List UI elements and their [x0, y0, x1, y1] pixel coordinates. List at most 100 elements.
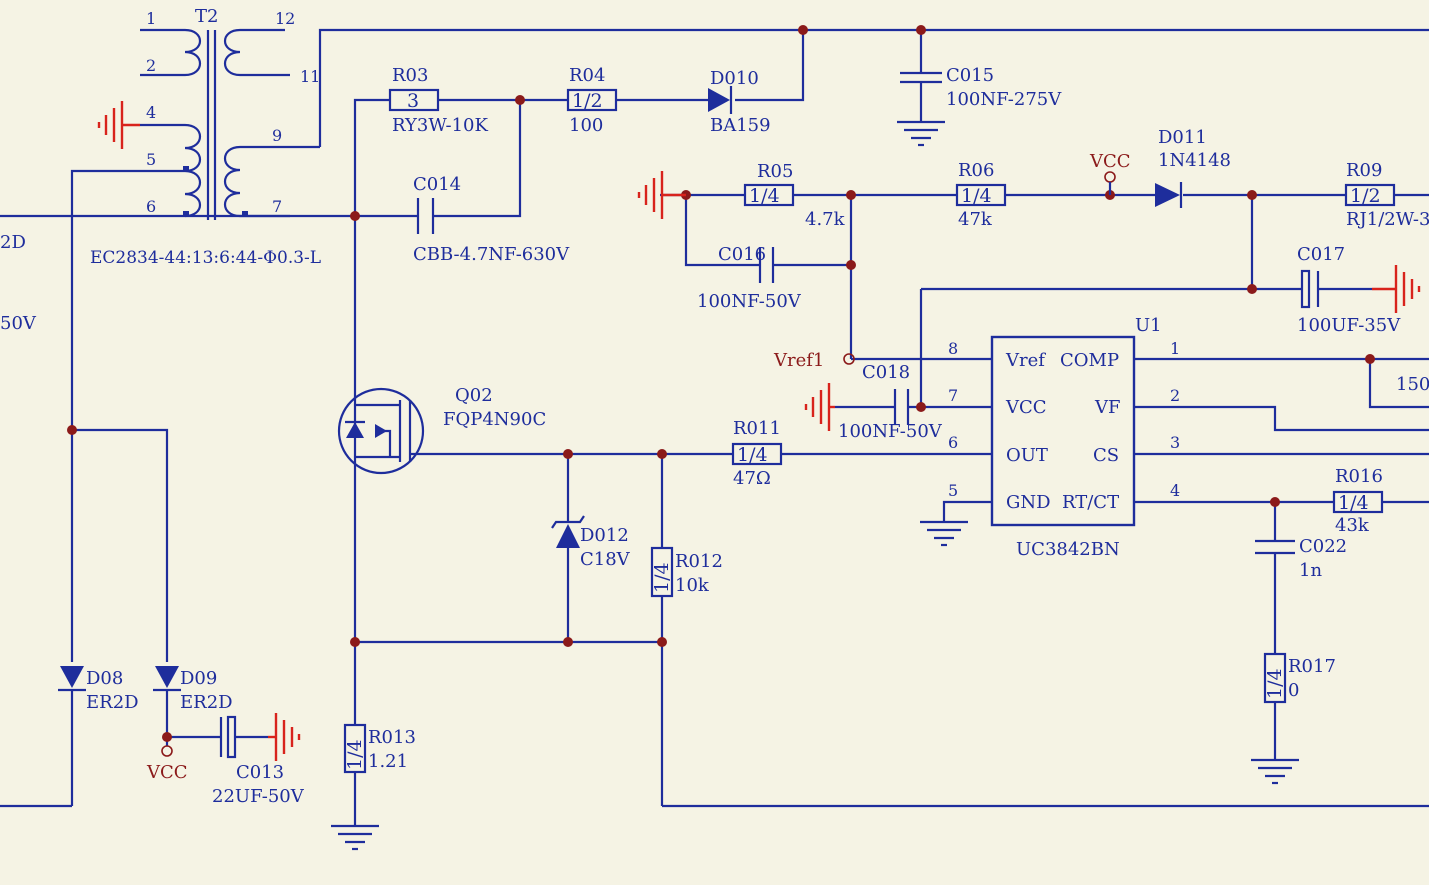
- svg-text:1/2: 1/2: [572, 90, 603, 112]
- capacitor-c022: C022 1n: [1255, 536, 1347, 581]
- svg-text:C18V: C18V: [580, 549, 631, 570]
- svg-text:D011: D011: [1158, 127, 1207, 148]
- svg-text:C015: C015: [946, 65, 994, 86]
- resistor-r09: 1/2 R09 RJ1/2W-3: [1344, 160, 1429, 230]
- svg-text:R012: R012: [675, 551, 723, 572]
- svg-text:1n: 1n: [1299, 560, 1322, 581]
- capacitor-c015: C015 100NF-275V: [900, 65, 1062, 110]
- svg-text:2: 2: [1170, 386, 1180, 405]
- svg-text:1/2: 1/2: [1350, 185, 1381, 207]
- svg-text:R06: R06: [958, 160, 994, 181]
- svg-text:100UF-35V: 100UF-35V: [1297, 315, 1401, 336]
- svg-text:4: 4: [1170, 481, 1180, 500]
- svg-text:6: 6: [948, 433, 958, 452]
- svg-text:R011: R011: [733, 418, 781, 439]
- capacitor-c018: C018 100NF-50V: [838, 362, 943, 442]
- vcc-label-top: VCC: [1089, 151, 1131, 172]
- resistor-r016: 1/4 R016 43k: [1332, 466, 1384, 536]
- svg-text:1/4: 1/4: [344, 739, 366, 770]
- svg-text:C017: C017: [1297, 244, 1345, 265]
- svg-text:ER2D: ER2D: [86, 692, 139, 713]
- svg-text:RY3W-10K: RY3W-10K: [392, 115, 489, 136]
- diode-d011: D011 1N4148: [1155, 127, 1231, 208]
- svg-text:100NF-50V: 100NF-50V: [697, 291, 802, 312]
- svg-text:CBB-4.7NF-630V: CBB-4.7NF-630V: [413, 244, 570, 265]
- svg-text:Q02: Q02: [455, 385, 493, 406]
- svg-text:C013: C013: [236, 762, 284, 783]
- svg-text:VCC: VCC: [1005, 397, 1047, 418]
- edge-label-right-1: 150I: [1396, 374, 1429, 395]
- svg-text:43k: 43k: [1335, 515, 1370, 536]
- t2-pin-6: 6: [146, 197, 156, 216]
- svg-text:RJ1/2W-3: RJ1/2W-3: [1346, 209, 1429, 230]
- t2-ref: T2: [195, 6, 218, 27]
- svg-text:R09: R09: [1346, 160, 1382, 181]
- ground-r013: [331, 824, 379, 851]
- ground-gnd-pin5: [920, 520, 968, 547]
- svg-text:5: 5: [948, 481, 958, 500]
- svg-text:47k: 47k: [958, 209, 993, 230]
- svg-text:D08: D08: [86, 668, 123, 689]
- svg-text:1/4: 1/4: [1338, 492, 1369, 514]
- svg-text:1N4148: 1N4148: [1158, 150, 1231, 171]
- svg-text:1/4: 1/4: [749, 185, 780, 207]
- svg-text:8: 8: [948, 339, 958, 358]
- svg-text:UC3842BN: UC3842BN: [1016, 539, 1120, 560]
- svg-text:1: 1: [1170, 339, 1180, 358]
- svg-text:OUT: OUT: [1006, 445, 1048, 466]
- resistor-r012: 1/4 R012 10k: [650, 546, 723, 598]
- svg-text:FQP4N90C: FQP4N90C: [443, 409, 546, 430]
- svg-text:1/4: 1/4: [1264, 668, 1286, 699]
- diode-d09: D09 ER2D: [153, 666, 233, 713]
- svg-text:COMP: COMP: [1060, 350, 1119, 371]
- resistor-r06: 1/4 R06 47k: [955, 160, 1007, 230]
- t2-pin-5: 5: [146, 150, 156, 169]
- t2-pin-11: 11: [300, 67, 320, 86]
- t2-pin-9: 9: [272, 126, 282, 145]
- capacitor-c017: C017 100UF-35V: [1297, 244, 1401, 336]
- svg-text:10k: 10k: [675, 575, 710, 596]
- svg-text:1/4: 1/4: [961, 185, 992, 207]
- vcc-label-bottom: VCC: [146, 762, 188, 783]
- t2-pin-1: 1: [146, 9, 156, 28]
- svg-text:1.21: 1.21: [368, 751, 408, 772]
- svg-text:0: 0: [1288, 680, 1299, 701]
- svg-text:100: 100: [569, 115, 603, 136]
- svg-text:D09: D09: [180, 668, 217, 689]
- svg-text:R05: R05: [757, 161, 793, 182]
- vref-label: Vref1: [773, 350, 824, 371]
- capacitor-c016: C016 100NF-50V: [697, 244, 802, 312]
- ground-red-c018: [804, 383, 835, 431]
- t2-pin-7: 7: [272, 197, 282, 216]
- diode-d012: D012 C18V: [551, 515, 631, 570]
- svg-text:BA159: BA159: [710, 115, 771, 136]
- svg-text:CS: CS: [1093, 445, 1119, 466]
- svg-text:C016: C016: [718, 244, 766, 265]
- svg-text:R04: R04: [569, 65, 605, 86]
- svg-text:R017: R017: [1288, 656, 1336, 677]
- svg-text:C022: C022: [1299, 536, 1347, 557]
- svg-text:22UF-50V: 22UF-50V: [212, 786, 305, 807]
- wires: [0, 28, 1429, 826]
- svg-text:1/4: 1/4: [651, 562, 673, 593]
- t2-pin-2: 2: [146, 56, 156, 75]
- resistor-r017: 1/4 R017 0: [1263, 652, 1336, 704]
- diode-d010: D010 BA159: [708, 68, 771, 136]
- svg-text:R016: R016: [1335, 466, 1383, 487]
- ic-u1: U1 UC3842BN 8 7 6 5 Vref VCC OUT GND 1 2…: [948, 315, 1180, 560]
- t2-spec: EC2834-44:13:6:44-Φ0.3-L: [90, 248, 321, 268]
- ground-red-t2: [97, 101, 140, 149]
- svg-text:Vref: Vref: [1005, 350, 1046, 371]
- mosfet-q02: Q02 FQP4N90C: [337, 385, 546, 475]
- svg-text:R013: R013: [368, 727, 416, 748]
- transformer-t2: T2 1 2 4 5 6 12 11 9 7 EC2834-44:13:6:44…: [90, 6, 321, 268]
- svg-text:GND: GND: [1006, 492, 1051, 513]
- ground-red-r05: [637, 171, 686, 219]
- ground-red-c017: [1372, 265, 1421, 313]
- svg-text:D010: D010: [710, 68, 759, 89]
- capacitor-c014: C014 CBB-4.7NF-630V: [413, 174, 570, 265]
- svg-text:100NF-50V: 100NF-50V: [838, 421, 943, 442]
- svg-text:C018: C018: [862, 362, 910, 383]
- junctions: [67, 25, 1375, 742]
